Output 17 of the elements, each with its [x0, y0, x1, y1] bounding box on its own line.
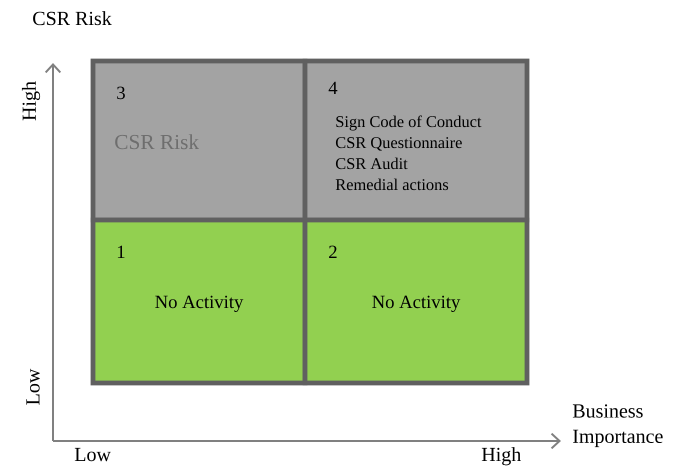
axis-tick-label: High	[482, 447, 521, 466]
action-item: Sign Code of Conduct	[336, 115, 482, 131]
quadrant-label: No Activity	[372, 296, 460, 312]
quadrant-number: 2	[329, 246, 337, 258]
quadrant-number: 4	[328, 82, 338, 94]
axis-tick-label: Low	[74, 448, 111, 462]
quadrant-number: 3	[117, 86, 125, 100]
action-item: Remedial actions	[336, 178, 448, 190]
axis-tick-label: Low	[26, 368, 40, 405]
action-item: CSR Audit	[336, 158, 408, 170]
quadrant-box	[302, 218, 530, 386]
quadrant-label: No Activity	[155, 296, 244, 312]
axis-title: Business Importance	[572, 404, 663, 448]
action-item: CSR Questionnaire	[336, 137, 462, 151]
quadrant-number: 1	[118, 246, 124, 258]
axis-tick-label: High	[22, 81, 40, 120]
axis-title: CSR Risk	[33, 11, 112, 26]
